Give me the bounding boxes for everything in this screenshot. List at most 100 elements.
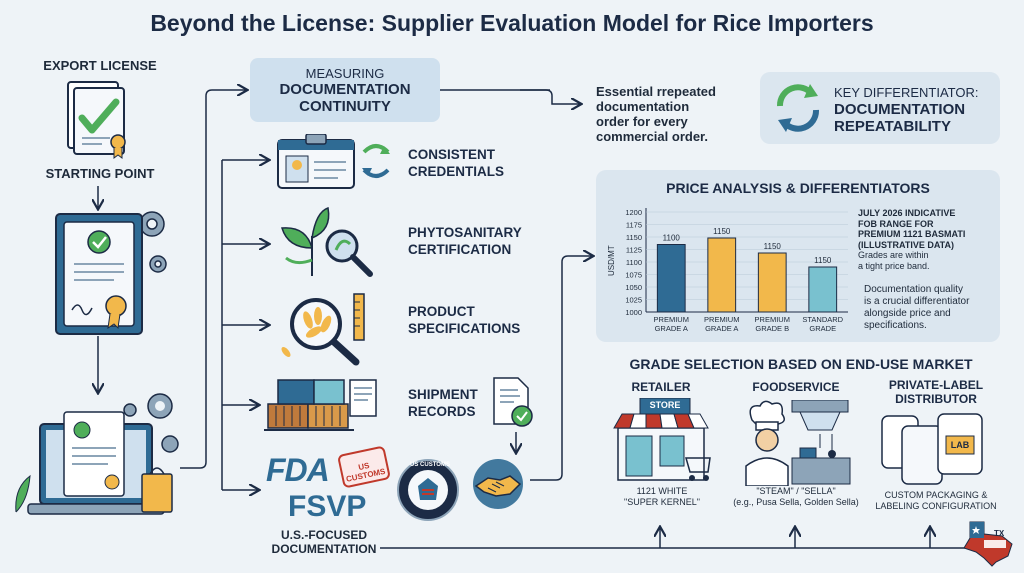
checked-document-icon (493, 377, 533, 427)
x-tick-label: PREMIUM (654, 315, 689, 324)
step-shipment-line2: RECORDS (408, 404, 476, 419)
x-tick-label: GRADE B (755, 324, 789, 333)
credential-card-icon (277, 134, 390, 189)
key-differentiator-panel (760, 72, 1000, 144)
arrow-to-note (440, 89, 580, 104)
x-tick-label: GRADE A (655, 324, 688, 333)
market-private-line1: PRIVATE-LABEL (888, 378, 984, 392)
essential-note-line1: Essential rrepeated (596, 84, 716, 99)
bar (808, 266, 838, 313)
essential-note: Essential rrepeated documentation order … (596, 84, 756, 144)
market-retailer-label: RETAILER (631, 380, 691, 394)
key-diff-line1: KEY DIFFERENTIATOR: (834, 85, 979, 100)
store-icon (613, 398, 711, 481)
side-note-line6: a tight price band. (858, 260, 930, 271)
side-note-line2: FOB RANGE FOR (858, 218, 934, 229)
step-shipment-line1: SHIPMENT (408, 387, 478, 402)
step-credentials-line2: CREDENTIALS (408, 164, 505, 179)
data-label: 1150 (764, 242, 782, 251)
bag-label: LAB (950, 440, 970, 450)
handshake-icon (473, 459, 523, 509)
step-shipment-label: SHIPMENT RECORDS (408, 386, 498, 420)
grade-selection-heading: GRADE SELECTION BASED ON END-USE MARKET (629, 356, 973, 372)
rice-bags-icon (881, 413, 983, 485)
key-diff-line2: DOCUMENTATION (834, 101, 966, 118)
measuring-line3: CONTINUITY (299, 98, 391, 115)
market-foodservice-sub: "STEAM" / "SELLA" (e.g., Pusa Sella, Gol… (726, 486, 866, 508)
quality-note-line2: is a crucial differentiator (864, 296, 970, 307)
y-tick-label: 1100 (626, 258, 642, 267)
refresh-cycle-icon (777, 84, 819, 132)
price-side-note: JULY 2026 INDICATIVE FOB RANGE FOR PREMI… (858, 208, 998, 271)
arrow-to-price (530, 256, 592, 481)
x-tick-label: PREMIUM (704, 315, 739, 324)
y-tick-label: 1050 (625, 283, 642, 292)
x-tick-label: STANDARD (802, 315, 843, 324)
y-tick-label: 1175 (626, 221, 642, 230)
market-foodservice-label: FOODSERVICE (752, 380, 840, 394)
bar (656, 244, 686, 313)
shipping-container-icon (264, 379, 377, 431)
step-spec-line2: SPECIFICATIONS (408, 321, 521, 336)
bracket-main (180, 90, 246, 469)
tx-label: TX (994, 529, 1005, 538)
x-tick-label: GRADE (809, 324, 836, 333)
foodservice-sub1: "STEAM" / "SELLA" (756, 486, 836, 496)
chef-kitchen-icon (745, 400, 851, 486)
market-private-line2: DISTRIBUTOR (895, 392, 977, 406)
y-tick-label: 1125 (626, 246, 642, 255)
plant-magnifier-icon (281, 207, 373, 277)
quality-note-line4: specifications. (864, 320, 927, 331)
y-tick-label: 1025 (625, 296, 642, 305)
measuring-line2: DOCUMENTATION (279, 81, 411, 98)
y-tick-label: 1000 (625, 308, 642, 317)
key-differentiator-text: KEY DIFFERENTIATOR: DOCUMENTATION REPEAT… (834, 84, 1000, 135)
market-private-label: PRIVATE-LABEL DISTRIBUTOR (876, 378, 996, 406)
private-sub1: CUSTOM PACKAGING & (884, 490, 988, 500)
essential-note-line3: order for every (596, 114, 688, 129)
x-tick-label: GRADE A (705, 324, 738, 333)
retailer-sub1: 1121 WHITE (636, 486, 688, 496)
y-tick-label: 1075 (625, 271, 642, 280)
step-phyto-line1: PHYTOSANITARY (408, 225, 522, 240)
price-panel-heading: PRICE ANALYSIS & DIFFERENTIATORS (666, 180, 930, 196)
step-spec-line1: PRODUCT (408, 304, 475, 319)
essential-note-line2: documentation (596, 99, 690, 114)
step-phyto-label: PHYTOSANITARY CERTIFICATION (408, 224, 558, 258)
texas-flag-icon (963, 521, 1013, 567)
data-label: 1150 (814, 256, 832, 265)
step-credentials-line1: CONSISTENT (408, 147, 496, 162)
step-credentials-label: CONSISTENT CREDENTIALS (408, 146, 558, 180)
y-tick-label: 1150 (626, 233, 642, 242)
store-sign: STORE (649, 400, 681, 410)
foodservice-sub2: (e.g., Pusa Sella, Golden Sella) (733, 497, 859, 507)
step-spec-label: PRODUCT SPECIFICATIONS (408, 303, 558, 337)
essential-note-line4: commercial order. (596, 129, 708, 144)
y-axis-label: USD/MT (607, 245, 616, 276)
certificate-gear-icon (55, 211, 167, 335)
quality-note-line3: alongside price and (864, 308, 951, 319)
page-title: Beyond the License: Supplier Evaluation … (150, 10, 874, 36)
quality-note-line1: Documentation quality (864, 284, 963, 295)
fsvp-logo: FSVP (288, 490, 367, 523)
price-bar-chart: USD/MT 1000 1025 1050 1075 1100 1125 1150 1175 1… (607, 208, 848, 333)
customs-seal-text: US CUSTOMS (410, 462, 450, 468)
step-phyto-line2: CERTIFICATION (408, 242, 512, 257)
measuring-line1: MEASURING (305, 66, 385, 81)
private-sub2: LABELING CONFIGURATION (875, 501, 997, 511)
y-tick-label: 1200 (625, 208, 642, 217)
side-note-line1: JULY 2026 INDICATIVE (858, 208, 956, 218)
laptop-document-icon (15, 393, 179, 515)
us-docs-line2: DOCUMENTATION (271, 542, 377, 556)
x-tick-label: PREMIUM (755, 315, 790, 324)
side-note-line4: (ILLUSTRATIVE DATA) (858, 239, 954, 250)
side-note-line5: Grades are within (858, 250, 929, 260)
starting-point-label: STARTING POINT (45, 166, 155, 181)
key-diff-line3: REPEATABILITY (834, 118, 951, 135)
market-retailer-sub: 1121 WHITE "SUPER KERNEL" (600, 486, 724, 508)
bar (757, 252, 787, 313)
us-docs-label: U.S.-FOCUSED DOCUMENTATION (254, 528, 394, 556)
export-license-label: EXPORT LICENSE (43, 58, 157, 73)
